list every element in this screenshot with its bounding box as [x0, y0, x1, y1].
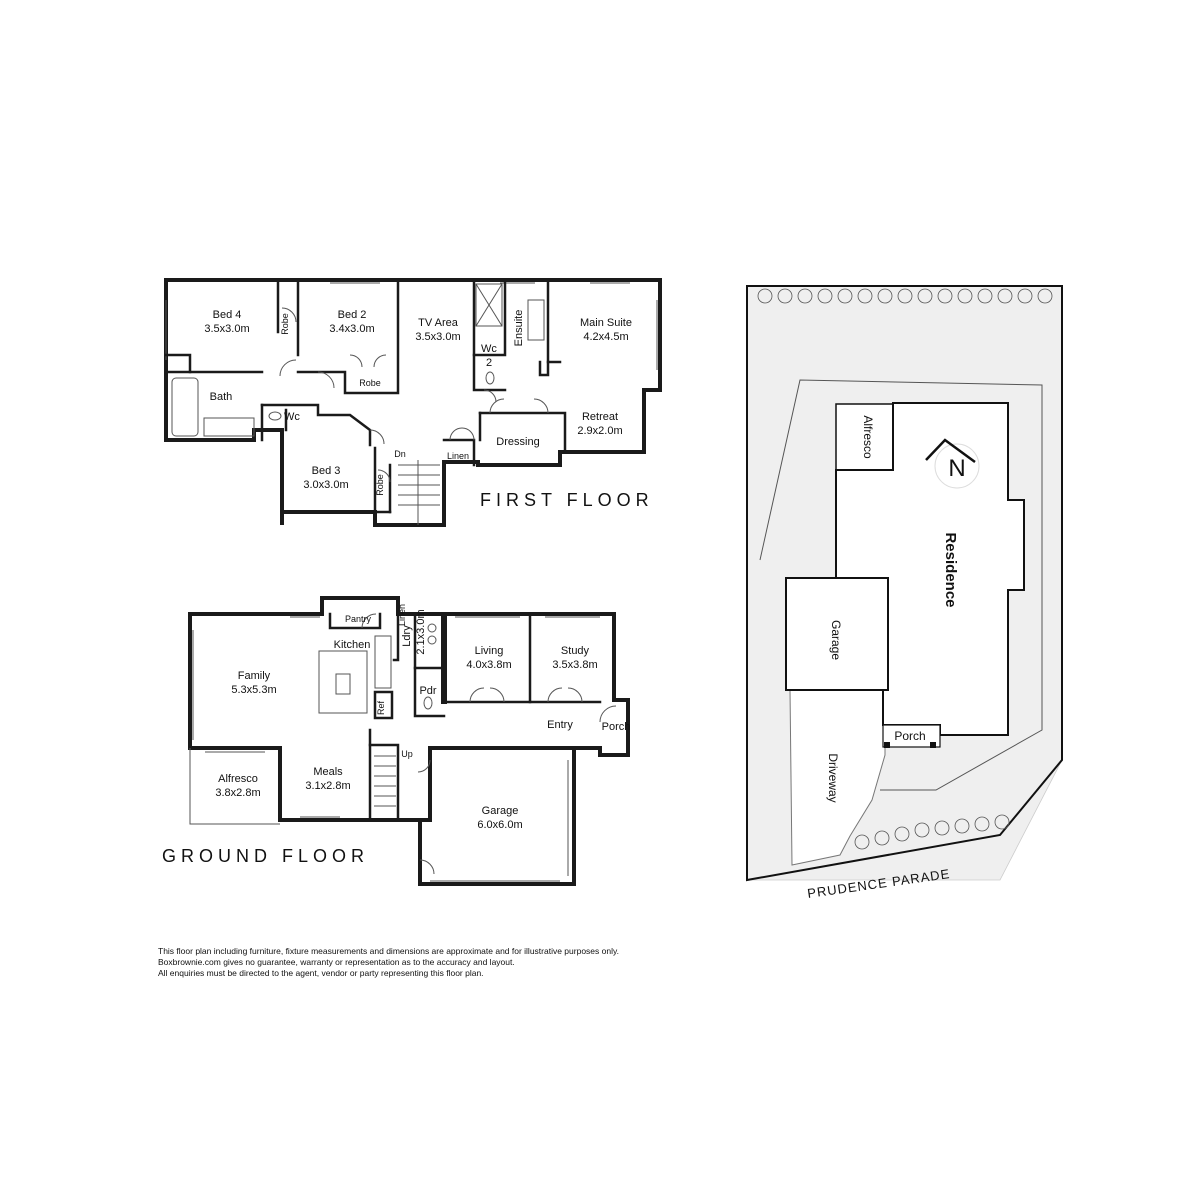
pantry-label: Pantry [345, 614, 372, 624]
site-garage-label: Garage [829, 620, 843, 660]
door [483, 389, 497, 403]
laundry-tub [427, 623, 437, 633]
bed2-label: Bed 2 [338, 309, 367, 321]
porch-label: Porch [602, 721, 631, 733]
bath-label: Bath [210, 391, 233, 403]
garage-door [417, 759, 431, 773]
disclaimer: This floor plan including furniture, fix… [158, 946, 718, 979]
site-porch-label: Porch [894, 729, 925, 743]
dressing-doors [489, 398, 549, 414]
north-icon: N [948, 455, 965, 482]
toilet [485, 371, 495, 385]
door [369, 429, 385, 445]
toilet [423, 696, 433, 710]
ground-floor-heading: GROUND FLOOR [162, 846, 369, 866]
alfresco-label: Alfresco [218, 773, 258, 785]
study-label: Study [561, 645, 590, 657]
front-door [599, 705, 617, 723]
entry-label: Entry [547, 719, 573, 731]
kitchen-island [318, 650, 368, 714]
bath-vanity [203, 417, 255, 437]
kitchen-bench [374, 635, 392, 689]
bed3-label: Bed 3 [312, 465, 341, 477]
vanity-basins [527, 299, 545, 341]
main-suite-size: 4.2x4.5m [583, 331, 628, 343]
garage-side-door [419, 859, 435, 875]
ground-floor-stairs [374, 755, 396, 807]
alfresco-size: 3.8x2.8m [215, 787, 260, 799]
bed4-label: Bed 4 [213, 309, 242, 321]
door [279, 359, 297, 377]
tv-area-label: TV Area [418, 317, 459, 329]
family-size: 5.3x5.3m [231, 684, 276, 696]
sink [335, 673, 351, 695]
retreat-size: 2.9x2.0m [577, 425, 622, 437]
fridge-label: Ref [376, 701, 386, 716]
powder-room-label: Pdr [419, 685, 436, 697]
first-floor-heading: FIRST FLOOR [480, 490, 654, 510]
linen-doors [449, 427, 475, 441]
wc-label: Wc [284, 411, 300, 423]
site-porch [882, 724, 941, 748]
bed2-size: 3.4x3.0m [329, 323, 374, 335]
first-floor-stairs [398, 460, 440, 525]
retreat-label: Retreat [582, 411, 618, 423]
linen-label: Linen [397, 604, 407, 626]
site-garage [785, 577, 889, 691]
north-compass: N [925, 438, 980, 489]
laundry-size: 2.1x3.0m [415, 609, 427, 654]
bed3-size: 3.0x3.0m [303, 479, 348, 491]
site-boundary [746, 285, 1063, 882]
family-label: Family [238, 670, 271, 682]
robe-label: Robe [375, 474, 385, 496]
disclaimer-line: This floor plan including furniture, fix… [158, 946, 619, 956]
disclaimer-line: Boxbrownie.com gives no guarantee, warra… [158, 957, 515, 967]
laundry-label: Ldry [401, 625, 413, 647]
stairs-down-label: Dn [394, 449, 406, 459]
study-doors [547, 687, 583, 703]
garden-bed-outline [759, 379, 1043, 791]
kitchen-label: Kitchen [334, 639, 371, 651]
door [317, 371, 335, 389]
disclaimer-line: All enquiries must be directed to the ag… [158, 968, 484, 978]
living-doors [469, 687, 505, 703]
main-suite-label: Main Suite [580, 317, 632, 329]
ground-floor-plan: Family 5.3x5.3m Pantry Kitchen Linen Ldr… [162, 596, 631, 886]
dressing-label: Dressing [496, 436, 539, 448]
bed4-size: 3.5x3.0m [204, 323, 249, 335]
door [361, 613, 377, 629]
wc2-number: 2 [486, 357, 492, 369]
shower [475, 283, 503, 327]
study-size: 3.5x3.8m [552, 659, 597, 671]
wc2-label: Wc [481, 343, 497, 355]
toilet [268, 411, 282, 421]
first-floor-plan: Bed 4 3.5x3.0m Robe Bed 2 3.4x3.0m Robe … [164, 278, 662, 527]
door [377, 469, 391, 483]
meals-size: 3.1x2.8m [305, 780, 350, 792]
linen-label: Linen [447, 451, 469, 461]
ensuite-label: Ensuite [513, 310, 525, 347]
robe-label: Robe [280, 313, 290, 335]
tv-area-size: 3.5x3.0m [415, 331, 460, 343]
site-alfresco [835, 403, 894, 471]
hedge-bottom [854, 814, 1010, 850]
living-label: Living [475, 645, 504, 657]
living-size: 4.0x3.8m [466, 659, 511, 671]
site-alfresco-label: Alfresco [861, 415, 875, 459]
bathtub [171, 377, 199, 437]
site-residence-label: Residence [942, 532, 959, 607]
garage-size: 6.0x6.0m [477, 819, 522, 831]
site-driveway-label: Driveway [826, 753, 840, 802]
garage-label: Garage [482, 805, 519, 817]
robe-label: Robe [359, 378, 381, 388]
door [281, 307, 297, 323]
site-plan: N Alfresco Residence Garage Porch Drivew… [746, 285, 1063, 901]
hedge-top [757, 288, 1053, 304]
robe-doors [349, 354, 387, 368]
stairs-up-label: Up [401, 749, 413, 759]
meals-label: Meals [313, 766, 343, 778]
laundry-tub [427, 635, 437, 645]
